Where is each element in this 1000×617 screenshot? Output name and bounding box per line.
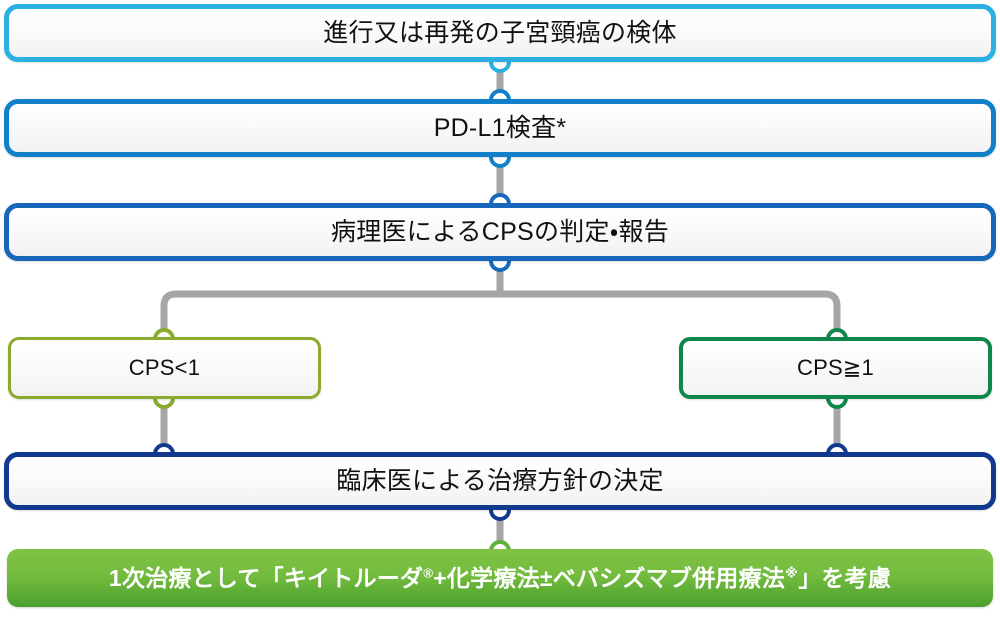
node-cps-greater-equal-1-label: CPS≧1 bbox=[796, 355, 874, 381]
recommendation-prefix: 1次治療として「キイトルーダ bbox=[108, 564, 424, 591]
recommendation-middle: +化学療法±ベバシズマブ併用療法 bbox=[433, 564, 786, 591]
node-specimen-label: 進行又は再発の子宮頸癌の検体 bbox=[323, 18, 677, 47]
node-pathologist-cps-report[interactable]: 病理医によるCPSの判定・報告 bbox=[4, 203, 996, 261]
node-cps-greater-equal-1[interactable]: CPS≧1 bbox=[679, 337, 992, 399]
node-clinician-decision[interactable]: 臨床医による治療方針の決定 bbox=[4, 452, 996, 510]
node-cps-less-than-1-label: CPS<1 bbox=[128, 355, 201, 381]
node-treatment-recommendation-label: 1次治療として「キイトルーダ®+化学療法±ベバシズマブ併用療法※」を考慮 bbox=[109, 565, 891, 591]
registered-trademark-mark: ® bbox=[423, 565, 434, 581]
node-clinician-decision-label: 臨床医による治療方針の決定 bbox=[336, 466, 664, 495]
node-pathologist-cps-report-label: 病理医によるCPSの判定・報告 bbox=[331, 217, 669, 246]
reference-mark: ※ bbox=[785, 565, 799, 581]
connector-branch-right-arm bbox=[500, 290, 841, 339]
connector-branch-left-arm bbox=[160, 290, 500, 339]
recommendation-suffix: 」を考慮 bbox=[798, 564, 892, 591]
node-pdl1-test[interactable]: PD-L1検査* bbox=[4, 99, 996, 157]
node-pdl1-test-label: PD-L1検査* bbox=[433, 113, 567, 142]
node-cps-less-than-1[interactable]: CPS<1 bbox=[8, 337, 321, 399]
node-treatment-recommendation[interactable]: 1次治療として「キイトルーダ®+化学療法±ベバシズマブ併用療法※」を考慮 bbox=[7, 549, 993, 607]
node-specimen[interactable]: 進行又は再発の子宮頸癌の検体 bbox=[4, 4, 996, 62]
